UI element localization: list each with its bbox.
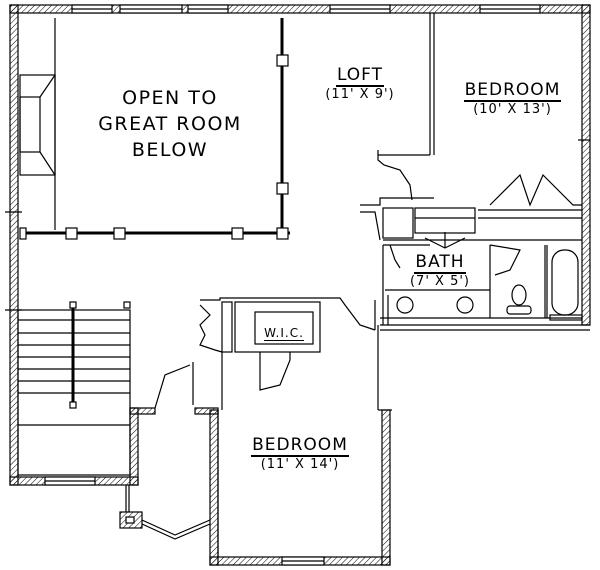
toilet: [511, 284, 527, 306]
fireplace: [19, 18, 56, 230]
bathtub: [551, 249, 579, 316]
bath-dims: (7' X 5'): [409, 274, 470, 289]
bedroom-ne-name: BEDROOM: [463, 80, 562, 102]
interior-walls: [360, 13, 582, 325]
bedroom-ne-dims: (10' X 13'): [473, 102, 552, 117]
bath-label: BATH (7' X 5'): [395, 252, 485, 289]
bay-window: [119, 485, 211, 540]
bedroom-s-dims: (11' X 14'): [260, 457, 340, 472]
railing: [19, 18, 290, 240]
bedroom-s-name: BEDROOM: [251, 435, 349, 457]
open-line-3: BELOW: [131, 139, 209, 161]
windows: [44, 4, 541, 566]
loft-name: LOFT: [335, 65, 385, 87]
loft-dims: (11' X 9'): [325, 87, 395, 102]
open-to-great-room-label: OPEN TO GREAT ROOM BELOW: [60, 85, 280, 163]
loft-label: LOFT (11' X 9'): [305, 65, 415, 102]
bedroom-ne-label: BEDROOM (10' X 13'): [440, 80, 585, 117]
bath-name: BATH: [414, 252, 466, 274]
bath-fixtures: [380, 249, 583, 321]
open-line-2: GREAT ROOM: [98, 113, 242, 135]
sink-left: [396, 296, 414, 314]
open-line-1: OPEN TO: [122, 87, 218, 109]
stairs: [17, 301, 131, 476]
wic-name: W.I.C.: [264, 326, 304, 341]
hall-door: [154, 364, 191, 409]
wic-walls: [199, 297, 379, 557]
wic-label: W.I.C.: [255, 322, 313, 341]
railing-posts: [19, 54, 289, 240]
sink-right: [456, 296, 474, 314]
bedroom-s-label: BEDROOM (11' X 14'): [225, 435, 375, 472]
